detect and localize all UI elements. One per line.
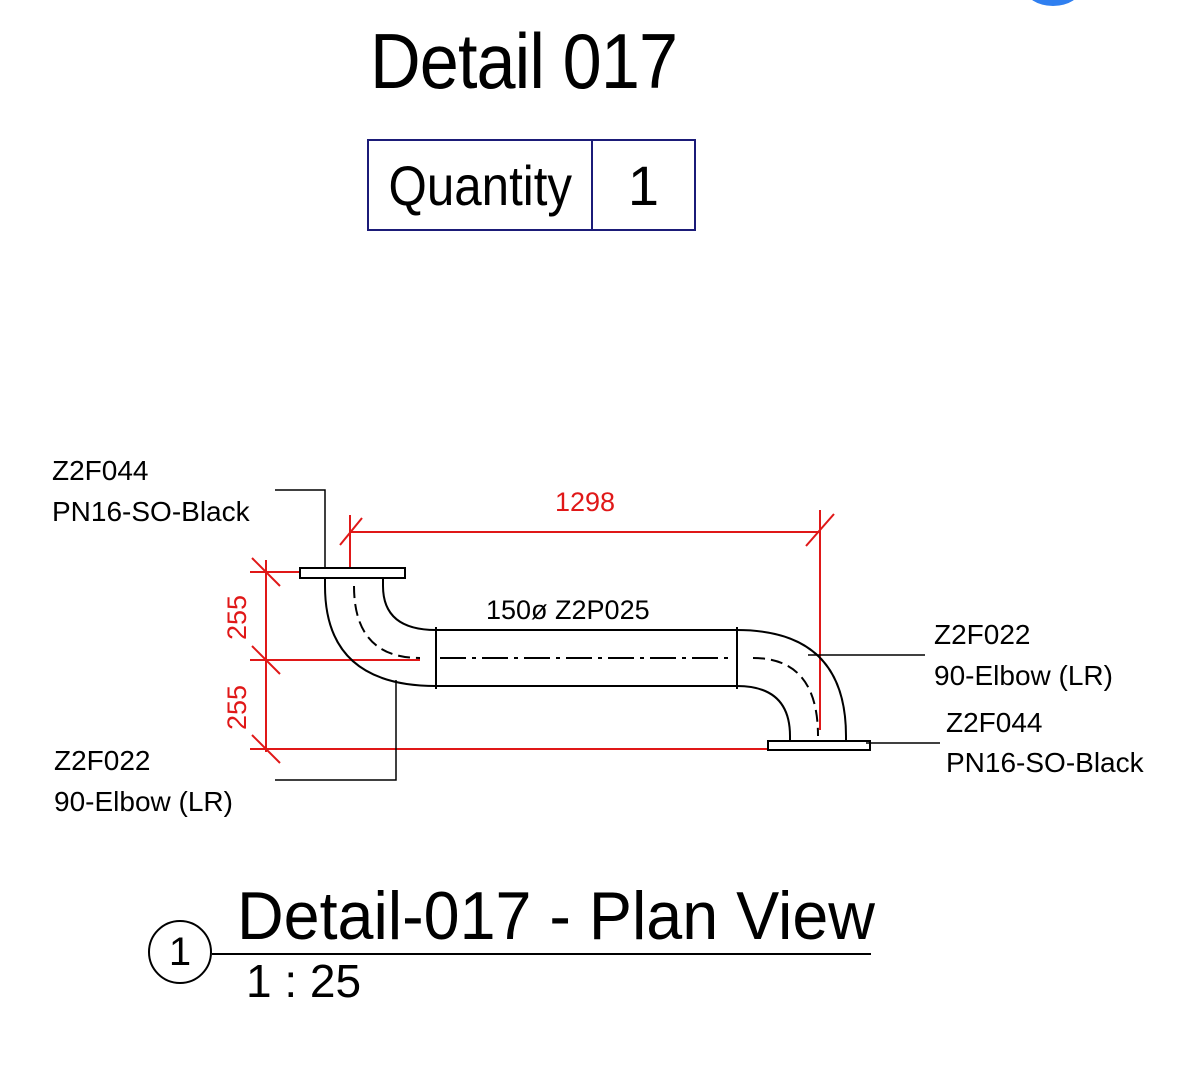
annotation-right-upper-code: Z2F022 [934,619,1031,650]
dim-horizontal-label: 1298 [555,487,615,517]
dim-vertical-upper-label: 255 [222,595,252,640]
left-elbow-centerline [353,585,421,659]
annotation-top-left-desc: PN16-SO-Black [52,496,251,527]
annotation-right-lower-desc: PN16-SO-Black [946,747,1145,778]
quantity-label-cell: Quantity [369,141,593,229]
view-title: Detail-017 - Plan View [237,878,875,954]
annotation-top-left-code: Z2F044 [52,455,149,486]
annotation-bottom-left-code: Z2F022 [54,745,151,776]
quantity-value: 1 [627,153,660,217]
leader-lines [275,489,940,781]
annotation-text-group: Z2F044 PN16-SO-Black 150ø Z2P025 Z2F022 … [52,455,1145,817]
dim-tick-bottom [251,734,281,764]
dim-tick-left [339,517,363,546]
dim-vertical-lower-label: 255 [222,685,252,730]
quantity-label: Quantity [388,153,572,217]
view-title-underline [212,953,871,955]
page-title: Detail 017 [370,17,678,105]
pipe-label: 150ø Z2P025 [486,595,650,625]
blue-corner-indicator [1025,0,1081,6]
leader-bottom-left [275,680,397,781]
dimension-text-group: 1298 255 255 [222,487,615,730]
leader-top-left [275,489,326,568]
flange-top-left [299,567,406,579]
view-number-bubble: 1 [148,920,212,984]
right-elbow-centerline [752,657,819,737]
pipe-geometry [299,567,871,751]
left-elbow-outer [324,585,437,687]
dimension-lines [250,510,835,764]
annotation-right-upper-desc: 90-Elbow (LR) [934,660,1113,691]
view-scale: 1 : 25 [246,955,362,1007]
right-elbow-outer [736,629,847,737]
dim-tick-top [251,557,281,587]
dim-tick-mid [251,645,281,675]
flange-bottom-right [767,740,871,751]
dim-tick-right [805,513,835,547]
left-elbow-inner [382,585,437,631]
quantity-table: Quantity 1 [367,139,696,231]
annotation-bottom-left-desc: 90-Elbow (LR) [54,786,233,817]
annotation-right-lower-code: Z2F044 [946,707,1043,738]
right-elbow-inner [736,685,791,737]
